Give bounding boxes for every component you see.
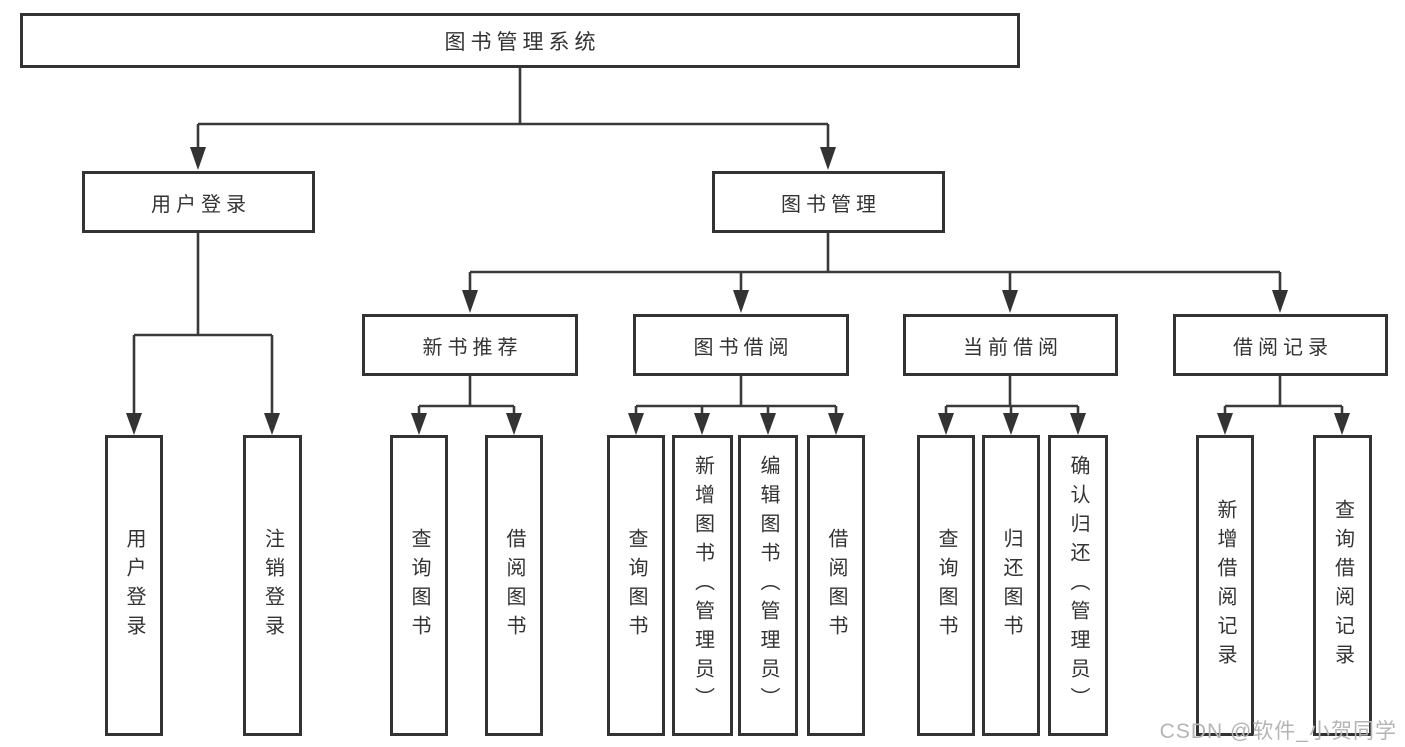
leaf-query-books-current-label: 查询图书 [935, 527, 957, 644]
node-user-login: 用户登录 [82, 171, 315, 233]
arrow-down-icon [628, 413, 644, 435]
arrow-down-icon [1217, 413, 1233, 435]
connector-bookmgmt-to-level3 [462, 233, 1288, 313]
connector-records-to-leaves [1217, 376, 1350, 435]
node-new-book-recommend-label: 新书推荐 [422, 336, 523, 359]
connector-currentborrow-to-leaves [938, 376, 1086, 435]
leaf-edit-books-admin-label: 编辑图书（管理员） [757, 455, 779, 716]
node-root: 图书管理系统 [20, 13, 1020, 68]
arrow-down-icon [411, 413, 427, 435]
arrow-down-icon [733, 290, 749, 313]
leaf-query-books-borrowing-label: 查询图书 [625, 527, 647, 644]
leaf-query-books-current: 查询图书 [917, 435, 975, 736]
node-user-login-label: 用户登录 [151, 193, 251, 216]
arrow-down-icon [126, 413, 142, 435]
node-book-borrowing: 图书借阅 [633, 314, 849, 376]
node-new-book-recommend: 新书推荐 [362, 314, 578, 376]
arrow-down-icon [506, 413, 522, 435]
node-current-borrowing: 当前借阅 [903, 314, 1118, 376]
arrow-down-icon [938, 413, 954, 435]
connector-userlogin-to-leaves [126, 233, 280, 435]
node-book-borrowing-label: 图书借阅 [693, 336, 794, 359]
leaf-confirm-return-admin: 确认归还（管理员） [1048, 435, 1108, 736]
node-root-label: 图书管理系统 [444, 30, 601, 54]
leaf-query-borrow-record-label: 查询借阅记录 [1331, 498, 1354, 673]
leaf-query-books-borrowing: 查询图书 [607, 435, 665, 736]
arrow-down-icon [462, 290, 478, 313]
node-borrow-records: 借阅记录 [1173, 314, 1388, 376]
leaf-user-login-label: 用户登录 [123, 527, 145, 644]
arrow-down-icon [694, 413, 710, 435]
leaf-borrow-books-recommend-label: 借阅图书 [503, 527, 525, 644]
leaf-add-borrow-record: 新增借阅记录 [1196, 435, 1254, 736]
arrow-down-icon [190, 147, 206, 170]
leaf-add-books-admin: 新增图书（管理员） [672, 435, 733, 736]
leaf-return-books: 归还图书 [982, 435, 1040, 736]
leaf-borrow-books-recommend: 借阅图书 [485, 435, 543, 736]
leaf-borrow-books-borrowing-label: 借阅图书 [825, 527, 847, 644]
arrow-down-icon [1002, 290, 1018, 313]
leaf-logout-label: 注销登录 [261, 527, 284, 644]
leaf-borrow-books-borrowing: 借阅图书 [807, 435, 865, 736]
leaf-query-books-recommend: 查询图书 [390, 435, 448, 736]
arrow-down-icon [1334, 413, 1350, 435]
leaf-query-borrow-record: 查询借阅记录 [1313, 435, 1372, 736]
csdn-watermark: CSDN @软件_小贺同学 [1159, 720, 1397, 743]
arrow-down-icon [760, 413, 776, 435]
connector-newbooks-to-leaves [411, 376, 522, 435]
node-borrow-records-label: 借阅记录 [1233, 336, 1333, 359]
arrow-down-icon [264, 413, 280, 435]
leaf-add-books-admin-label: 新增图书（管理员） [691, 455, 714, 716]
leaf-edit-books-admin: 编辑图书（管理员） [738, 435, 798, 736]
arrow-down-icon [1003, 413, 1019, 435]
node-current-borrowing-label: 当前借阅 [963, 336, 1063, 359]
leaf-return-books-label: 归还图书 [1000, 527, 1022, 644]
node-book-management: 图书管理 [712, 171, 945, 233]
arrow-down-icon [1272, 290, 1288, 313]
leaf-add-borrow-record-label: 新增借阅记录 [1214, 498, 1236, 673]
leaf-user-login: 用户登录 [105, 435, 163, 736]
leaf-confirm-return-admin-label: 确认归还（管理员） [1067, 455, 1089, 716]
arrow-down-icon [820, 147, 836, 170]
node-book-management-label: 图书管理 [781, 193, 881, 216]
leaf-query-books-recommend-label: 查询图书 [408, 527, 430, 644]
arrow-down-icon [828, 413, 844, 435]
connector-root-to-level2 [190, 68, 836, 170]
leaf-logout: 注销登录 [243, 435, 302, 736]
arrow-down-icon [1070, 413, 1086, 435]
connector-bookborrow-to-leaves [628, 376, 844, 435]
